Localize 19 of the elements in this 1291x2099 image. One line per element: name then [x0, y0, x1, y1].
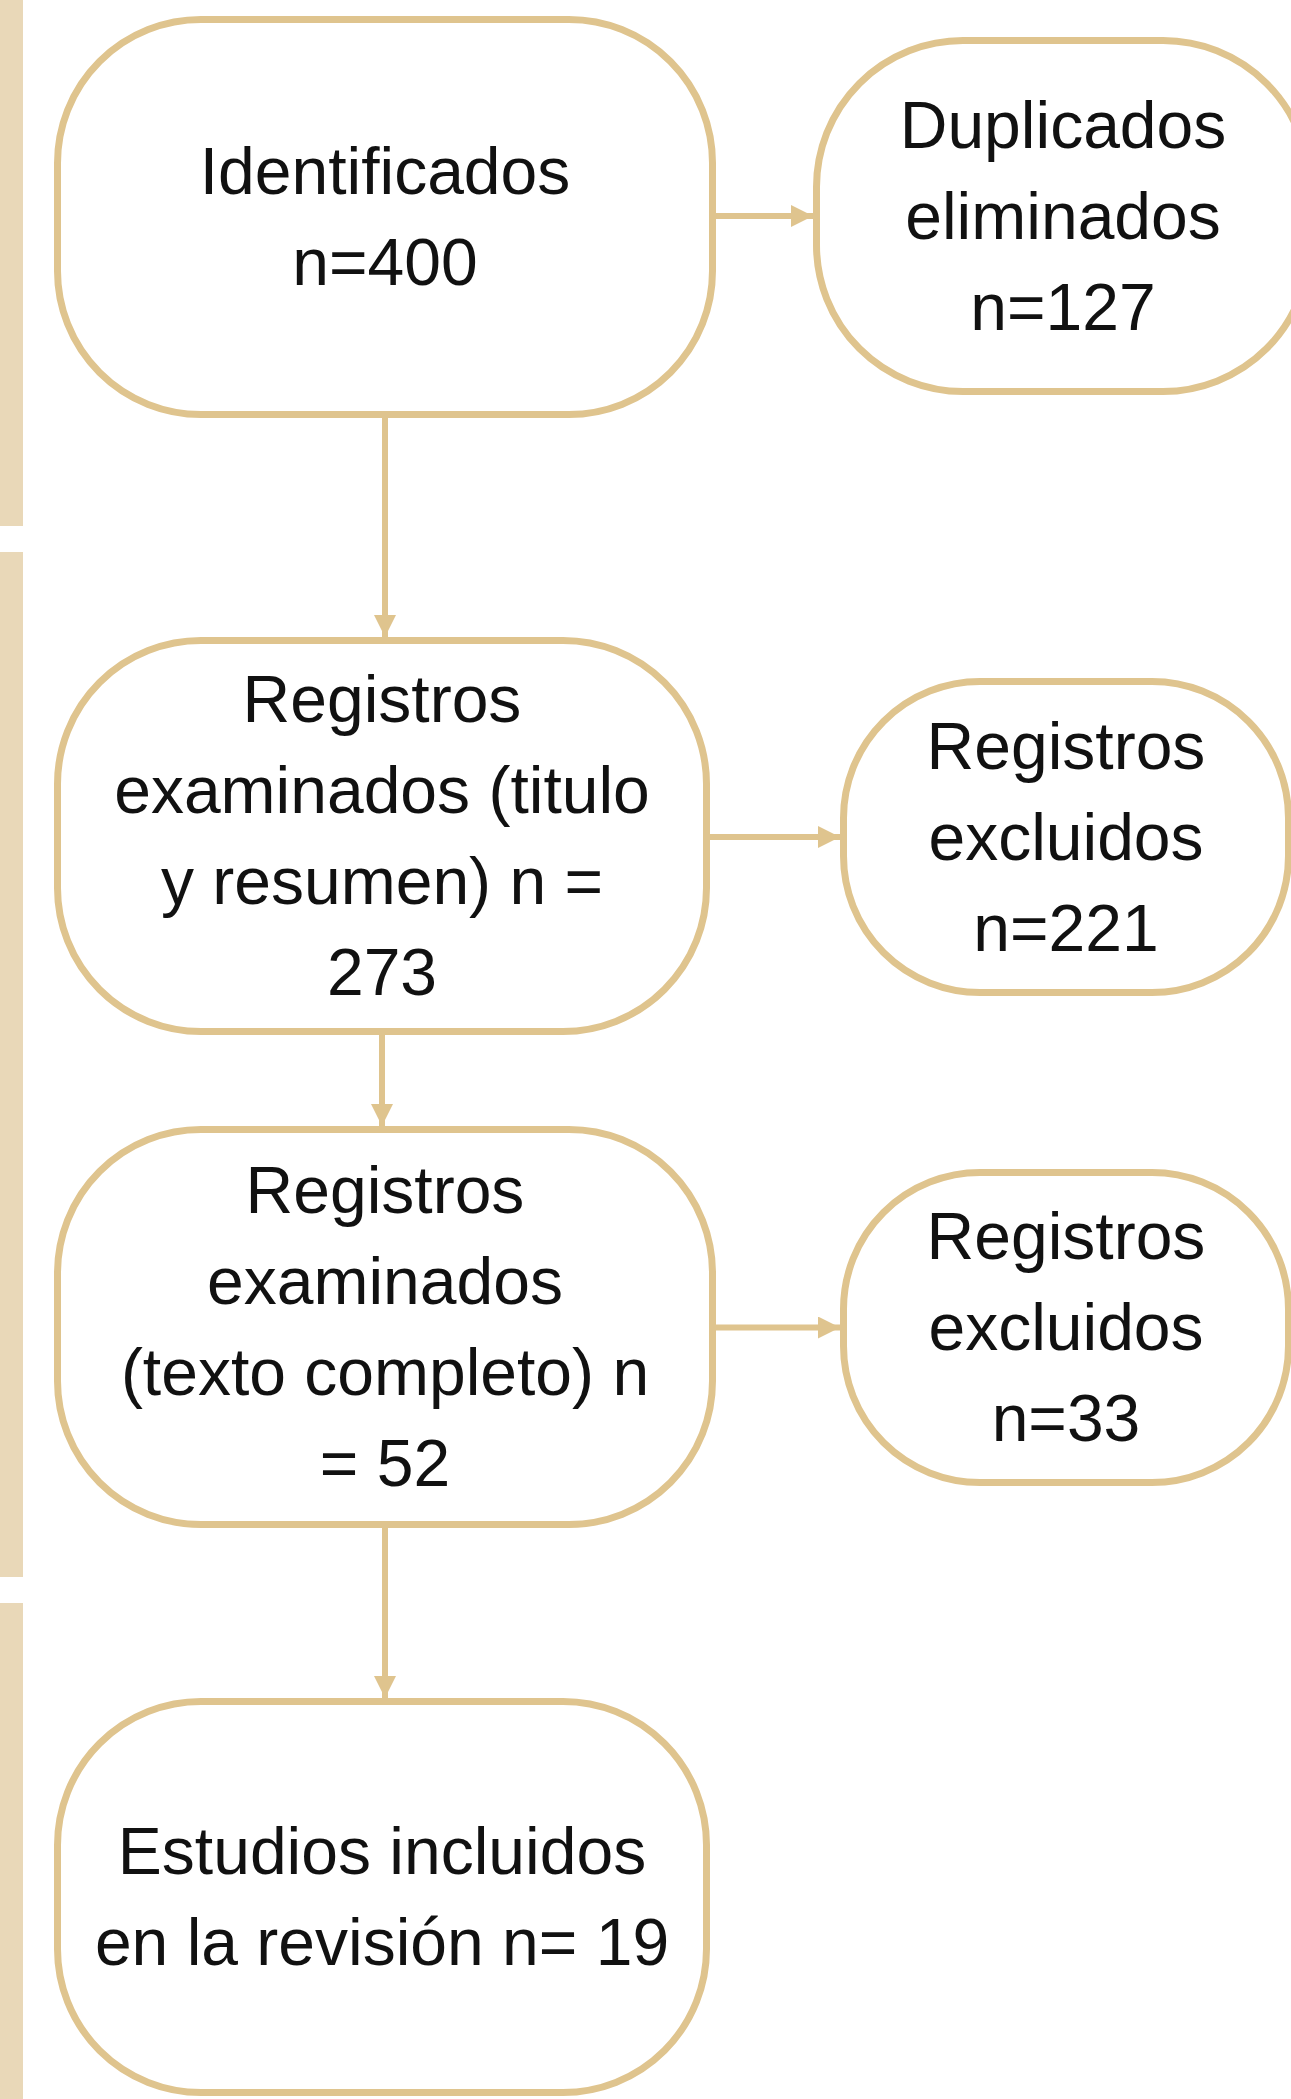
- box-label: Estudios incluidos en la revisión n= 19: [93, 1813, 671, 1981]
- rounded-box: [840, 1169, 1291, 1486]
- box-label: Registros examinados (texto completo) n = 52: [120, 1152, 650, 1502]
- arrow: [374, 418, 396, 637]
- box-label: Registros excluidos n=33: [925, 1198, 1207, 1457]
- arrow: [374, 1528, 396, 1698]
- box-label: Identificados n=400: [198, 133, 572, 301]
- arrow: [710, 826, 840, 848]
- arrow: [716, 1316, 840, 1339]
- arrow: [371, 1035, 393, 1126]
- side-bar: [0, 552, 23, 1577]
- arrow: [716, 205, 813, 227]
- rounded-box: [813, 37, 1291, 395]
- rounded-box: [840, 678, 1291, 996]
- side-bar: [0, 1603, 23, 2099]
- box-label: Registros excluidos n=221: [925, 707, 1207, 967]
- side-bar: [0, 0, 23, 526]
- box-label: Registros examinados (titulo y resumen) n = 273: [113, 661, 651, 1011]
- box-label: Duplicados eliminados n=127: [898, 86, 1228, 346]
